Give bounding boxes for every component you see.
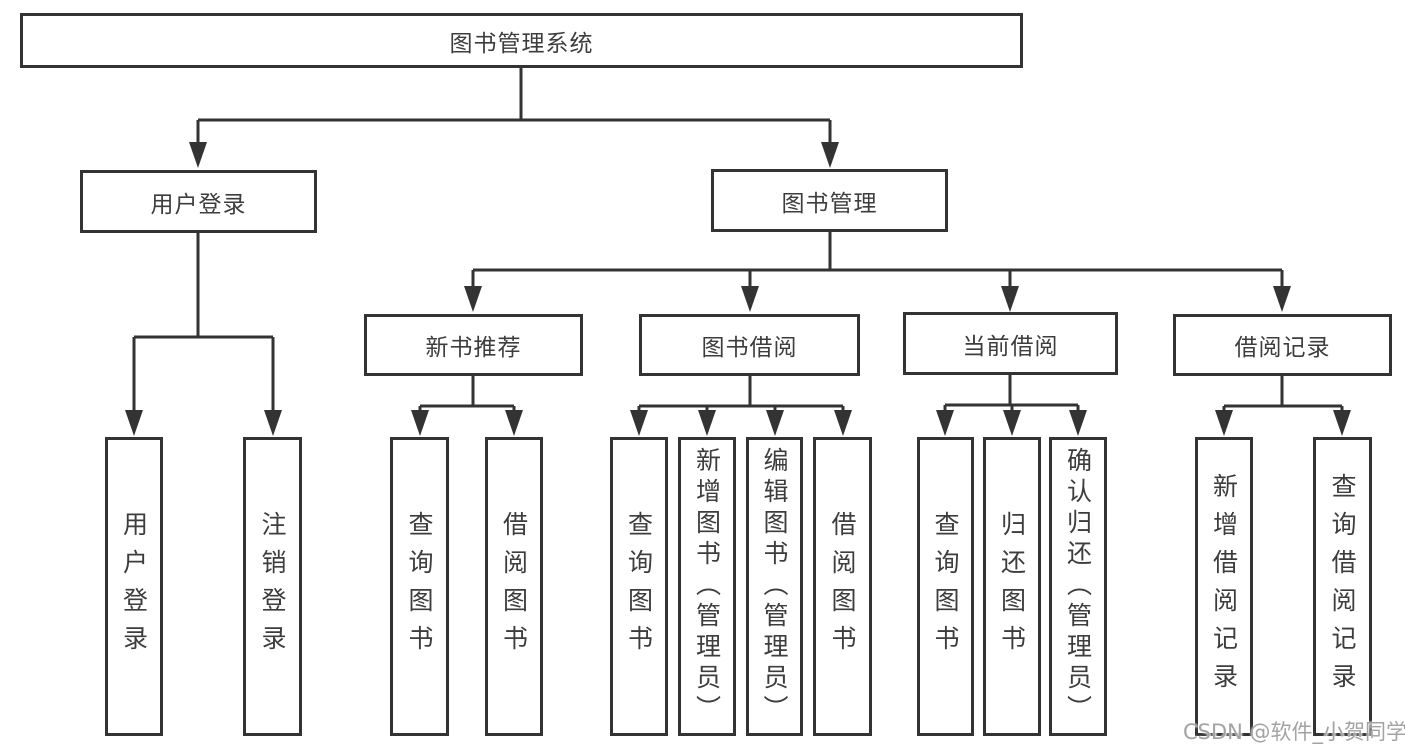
arrowhead bbox=[189, 142, 207, 168]
connector-borrow-record-group bbox=[1222, 376, 1344, 413]
connector-new-book-group bbox=[418, 376, 516, 413]
leaf-label: 借阅图书 bbox=[828, 510, 857, 663]
arrowhead bbox=[125, 410, 143, 436]
connector-book-borrow-group bbox=[637, 376, 845, 413]
leaf-label: 借阅图书 bbox=[499, 510, 529, 663]
node-borrow-record: 借阅记录 bbox=[1173, 314, 1392, 376]
arrowhead bbox=[505, 410, 523, 436]
connector-user-login-group bbox=[132, 233, 275, 413]
leaf-label: 确认归还（管理员） bbox=[1063, 447, 1093, 726]
leaf-label: 归还图书 bbox=[997, 510, 1027, 663]
node-current-borrow: 当前借阅 bbox=[903, 312, 1118, 375]
leaf-query-books-recommend: 查询图书 bbox=[390, 437, 449, 736]
leaf-label: 注销登录 bbox=[258, 510, 287, 663]
arrowhead bbox=[741, 286, 759, 312]
leaf-label: 新增图书（管理员） bbox=[692, 447, 722, 726]
leaf-label: 用户登录 bbox=[119, 510, 149, 663]
csdn-watermark: CSDN @软件_小贺同学 bbox=[1183, 720, 1405, 744]
arrowhead bbox=[1215, 410, 1233, 436]
leaf-label: 新增借阅记录 bbox=[1209, 472, 1239, 701]
arrowhead bbox=[1001, 286, 1019, 312]
arrowheads bbox=[125, 142, 1351, 436]
arrowhead bbox=[464, 286, 482, 312]
node-user-login-branch: 用户登录 bbox=[80, 170, 317, 233]
leaf-logout: 注销登录 bbox=[243, 437, 302, 736]
arrowhead bbox=[411, 410, 429, 436]
leaf-borrow-books-recommend: 借阅图书 bbox=[485, 437, 543, 736]
arrowhead bbox=[834, 410, 852, 436]
arrowhead bbox=[698, 410, 716, 436]
leaf-borrow-books: 借阅图书 bbox=[813, 437, 872, 736]
arrowhead bbox=[630, 410, 648, 436]
arrowhead bbox=[1273, 286, 1291, 312]
leaf-add-books-admin: 新增图书（管理员） bbox=[678, 437, 736, 736]
connector-book-management-group bbox=[471, 232, 1284, 289]
node-new-book-recommend: 新书推荐 bbox=[364, 314, 583, 376]
leaf-label: 编辑图书（管理员） bbox=[760, 447, 789, 726]
leaf-add-borrow-record: 新增借阅记录 bbox=[1195, 437, 1253, 736]
connector-root-to-branches bbox=[196, 68, 832, 145]
arrowhead bbox=[821, 142, 839, 168]
node-root-library-system: 图书管理系统 bbox=[20, 13, 1023, 68]
connector-current-borrow-group bbox=[943, 375, 1080, 413]
arrowhead bbox=[766, 410, 784, 436]
leaf-query-borrow-record: 查询借阅记录 bbox=[1313, 437, 1372, 736]
arrowhead bbox=[264, 410, 282, 436]
leaf-return-books: 归还图书 bbox=[983, 437, 1041, 736]
node-book-borrow: 图书借阅 bbox=[639, 314, 860, 376]
leaf-label: 查询图书 bbox=[624, 510, 654, 663]
leaf-label: 查询借阅记录 bbox=[1328, 472, 1357, 701]
leaf-query-books-current: 查询图书 bbox=[917, 437, 974, 736]
arrowhead bbox=[1003, 410, 1021, 436]
arrowhead bbox=[1333, 410, 1351, 436]
leaf-edit-books-admin: 编辑图书（管理员） bbox=[746, 437, 803, 736]
arrowhead bbox=[936, 410, 954, 436]
node-book-management-branch: 图书管理 bbox=[711, 169, 948, 232]
leaf-query-books-borrow: 查询图书 bbox=[610, 437, 668, 736]
leaf-label: 查询图书 bbox=[931, 510, 960, 663]
leaf-label: 查询图书 bbox=[405, 510, 434, 663]
leaf-confirm-return-admin: 确认归还（管理员） bbox=[1049, 437, 1107, 736]
arrowhead bbox=[1069, 410, 1087, 436]
leaf-user-login: 用户登录 bbox=[105, 437, 163, 736]
